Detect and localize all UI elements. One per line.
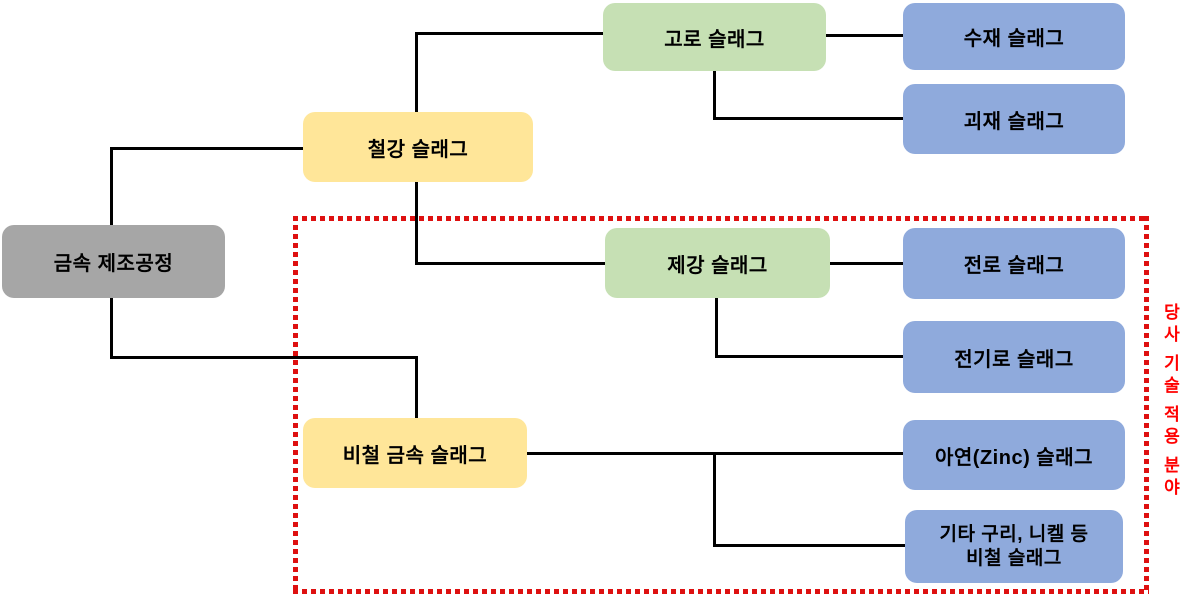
connector-blast-to-aircooled bbox=[713, 117, 905, 120]
node-aircooled-slag: 괴재 슬래그 bbox=[903, 84, 1125, 154]
connector-blast-drop bbox=[713, 70, 716, 120]
dotted-border-left bbox=[293, 216, 298, 594]
node-electric-arc-furnace-slag: 전기로 슬래그 bbox=[903, 321, 1125, 393]
connector-steel-to-blast-furnace bbox=[415, 32, 607, 35]
node-nonferrous-metal-slag: 비철 금속 슬래그 bbox=[303, 418, 527, 488]
connector-nonferrous-drop bbox=[415, 356, 418, 419]
other-slag-line2: 비철 슬래그 bbox=[966, 547, 1062, 569]
technology-zone-dotted-border bbox=[293, 216, 1149, 594]
connector-blast-to-granulated bbox=[824, 34, 905, 37]
node-zinc-slag: 아연(Zinc) 슬래그 bbox=[903, 420, 1125, 490]
connector-steel-to-steelmaking bbox=[415, 262, 609, 265]
node-steelmaking-slag: 제강 슬래그 bbox=[605, 228, 830, 298]
connector-steel-up bbox=[415, 32, 418, 114]
dotted-border-top bbox=[293, 216, 1149, 221]
node-metal-manufacturing-process: 금속 제조공정 bbox=[2, 225, 225, 298]
node-converter-slag: 전로 슬래그 bbox=[903, 228, 1125, 299]
connector-nonferrous-drop2 bbox=[713, 452, 716, 547]
connector-steel-down bbox=[415, 180, 418, 265]
connector-steelmaking-to-converter bbox=[828, 262, 905, 265]
dotted-border-right bbox=[1144, 216, 1149, 594]
node-steel-slag: 철강 슬래그 bbox=[303, 112, 533, 182]
connector-root-to-nonferrous bbox=[110, 356, 418, 359]
node-blast-furnace-slag: 고로 슬래그 bbox=[603, 3, 826, 71]
connector-root-to-steel bbox=[110, 147, 306, 150]
dotted-border-bottom bbox=[293, 589, 1149, 594]
other-slag-line1: 기타 구리, 니켈 등 bbox=[939, 523, 1089, 545]
connector-steelmaking-to-electric-arc bbox=[715, 355, 905, 358]
connector-steelmaking-drop bbox=[715, 296, 718, 358]
connector-nonferrous-to-other bbox=[713, 544, 905, 547]
node-granulated-slag: 수재 슬래그 bbox=[903, 3, 1125, 70]
node-other-nonferrous-slag: 기타 구리, 니켈 등 비철 슬래그 bbox=[905, 510, 1123, 583]
